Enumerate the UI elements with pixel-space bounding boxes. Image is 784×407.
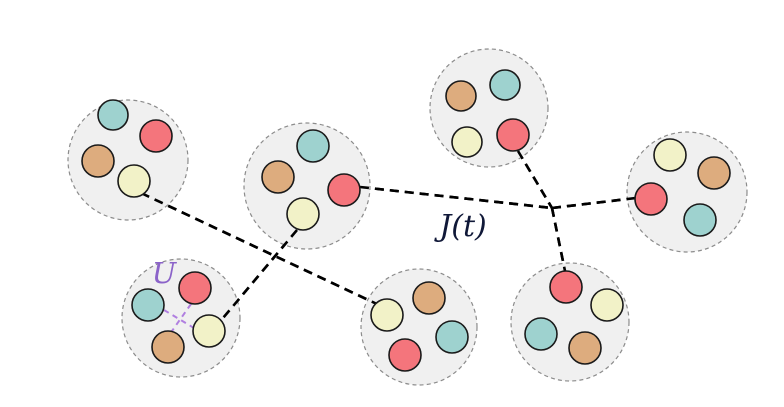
cluster-node-teal — [524, 317, 558, 351]
cluster-node-tan — [568, 331, 602, 365]
cluster-node-teal — [435, 320, 469, 354]
cluster-node-teal — [296, 129, 330, 163]
coupling-strength-label: J(t) — [433, 209, 487, 244]
onsite-interaction-label: U — [152, 256, 178, 290]
cluster-node-yellow — [653, 138, 687, 172]
coupling-edge-overlay — [359, 185, 553, 210]
cluster-node-red — [178, 271, 212, 305]
node-layer — [81, 69, 731, 372]
cluster-node-tan — [412, 281, 446, 315]
edge-junction — [550, 206, 554, 210]
cluster-node-yellow — [370, 298, 404, 332]
cluster-node-red — [496, 118, 530, 152]
coupling-edge-overlay — [551, 196, 637, 210]
cluster-node-red — [139, 119, 173, 153]
cluster-node-teal — [131, 288, 165, 322]
cluster-node-red — [634, 182, 668, 216]
cluster-node-tan — [151, 330, 185, 364]
coupling-edge-overlay-layer — [140, 150, 637, 325]
cluster-node-yellow — [192, 314, 226, 348]
coupling-edge — [551, 196, 637, 210]
cluster-node-red — [388, 338, 422, 372]
cluster-node-tan — [81, 144, 115, 178]
cluster-node-red — [327, 173, 361, 207]
cluster-node-red — [549, 270, 583, 304]
cluster-node-teal — [683, 203, 717, 237]
cluster-node-teal — [489, 69, 521, 101]
cluster-node-yellow — [451, 126, 483, 158]
coupling-edge-overlay — [516, 150, 554, 209]
cluster-node-tan — [261, 160, 295, 194]
coupling-edge-overlay — [217, 229, 298, 325]
coupling-edge-overlay — [550, 207, 567, 272]
cluster-disc — [243, 122, 371, 250]
cluster-node-tan — [445, 80, 477, 112]
cluster-node-yellow — [286, 197, 320, 231]
cluster-node-tan — [697, 156, 731, 190]
cluster-node-yellow — [590, 288, 624, 322]
cluster-node-teal — [97, 99, 129, 131]
cluster-disc — [429, 48, 549, 168]
cluster-node-yellow — [117, 164, 151, 198]
